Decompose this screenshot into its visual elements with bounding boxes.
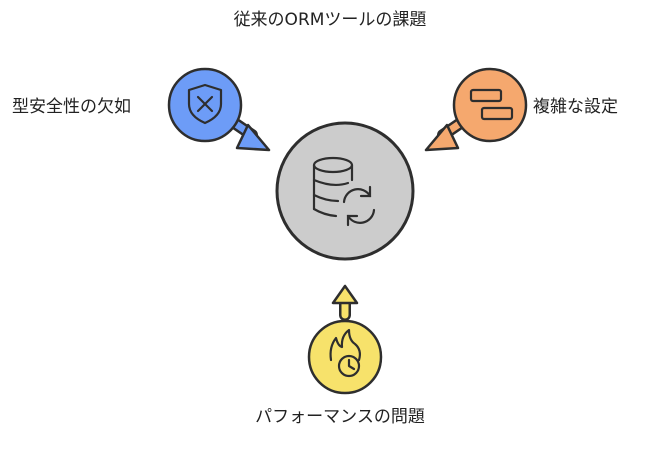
shield-x-icon (187, 83, 223, 125)
type-safety-node (167, 67, 271, 152)
config-slots-icon (469, 88, 514, 121)
performance-node (307, 284, 383, 395)
complex-config-node (424, 67, 528, 152)
center-node (275, 121, 415, 261)
diagram-title: 従来のORMツールの課題 (233, 10, 427, 30)
database-sync-icon (312, 156, 376, 227)
complex-config-label: 複雑な設定 (533, 97, 618, 117)
flame-clock-icon (329, 328, 361, 378)
type-safety-label: 型安全性の欠如 (12, 97, 131, 117)
performance-label: パフォーマンスの問題 (255, 407, 425, 427)
